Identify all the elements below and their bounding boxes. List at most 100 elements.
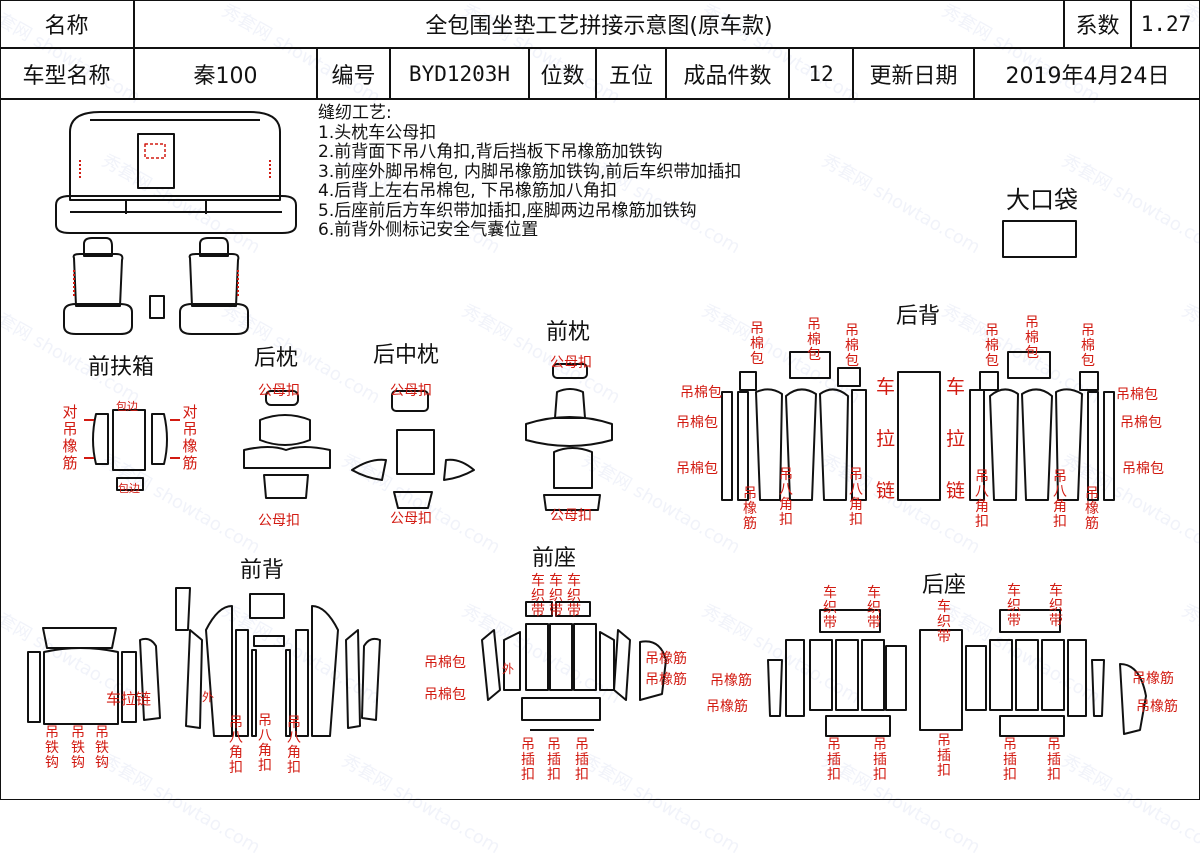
rear-pillow-snap-label: 公母扣 bbox=[258, 383, 300, 399]
header-table: 名称 全包围坐垫工艺拼接示意图(原车款) 系数 1.27 车型名称 秦100 编… bbox=[0, 0, 1200, 100]
rear-seat-heading: 后座 bbox=[922, 573, 967, 598]
rear-back-octagon-1: 吊八角扣 bbox=[779, 467, 793, 528]
rear-seat-webbing-4: 车织带 bbox=[1007, 583, 1021, 629]
rear-seat-buckle-5: 吊插扣 bbox=[1047, 737, 1061, 783]
front-seat-outside-label: 外 bbox=[502, 662, 515, 676]
front-seat-buckle-2: 吊插扣 bbox=[547, 737, 561, 783]
front-back-heading: 前背 bbox=[240, 558, 285, 583]
front-seat-overview bbox=[63, 237, 249, 335]
front-pillow-heading: 前枕 bbox=[546, 320, 591, 345]
rear-mid-pillow-heading: 后中枕 bbox=[373, 343, 440, 368]
rear-back-heading: 后背 bbox=[896, 304, 941, 329]
front-back-outside-label: 外 bbox=[202, 690, 215, 704]
rear-back-elastic-right: 吊橡筋 bbox=[1085, 486, 1099, 532]
front-back-octagon-2: 吊八角扣 bbox=[258, 713, 272, 774]
rear-back-cotton-side-5: 吊棉包 bbox=[1120, 415, 1162, 431]
front-back-pieces bbox=[27, 587, 381, 737]
rear-back-cotton-side-2: 吊棉包 bbox=[676, 415, 718, 431]
front-seat-elastic-2: 吊橡筋 bbox=[645, 672, 687, 688]
rear-back-elastic-left: 吊橡筋 bbox=[743, 486, 757, 532]
rear-back-cotton-label-5: 吊棉包 bbox=[1025, 315, 1039, 361]
front-back-hook-2: 吊铁钩 bbox=[71, 725, 85, 771]
pieces-label: 成品件数 bbox=[667, 49, 790, 98]
front-armrest-pieces bbox=[84, 409, 180, 491]
note-item-1: 1.头枕车公母扣 bbox=[318, 122, 437, 143]
rear-seat-elastic-3: 吊橡筋 bbox=[1132, 671, 1174, 687]
rear-pillow-pieces bbox=[243, 390, 331, 499]
rear-back-cotton-label-3: 吊棉包 bbox=[845, 323, 859, 369]
rear-pillow-snap-label-bottom: 公母扣 bbox=[258, 513, 300, 529]
model-label: 车型名称 bbox=[0, 49, 135, 98]
rear-back-octagon-4: 吊八角扣 bbox=[1053, 469, 1067, 530]
front-armrest-heading: 前扶箱 bbox=[88, 355, 155, 380]
rear-back-zipper-lian-left: 链 bbox=[876, 480, 896, 502]
front-seat-cotton-2: 吊棉包 bbox=[424, 687, 466, 703]
rear-seat-buckle-2: 吊插扣 bbox=[873, 737, 887, 783]
rear-back-zipper-lian-right: 链 bbox=[946, 480, 966, 502]
front-seat-buckle-3: 吊插扣 bbox=[575, 737, 589, 783]
rear-mid-pillow-snap-label: 公母扣 bbox=[390, 383, 432, 399]
front-seat-heading: 前座 bbox=[532, 546, 577, 571]
front-back-hook-3: 吊铁钩 bbox=[95, 725, 109, 771]
pieces-value: 12 bbox=[790, 49, 854, 98]
big-pocket-shape bbox=[1002, 220, 1077, 258]
rear-back-cotton-label-6: 吊棉包 bbox=[1081, 323, 1095, 369]
rear-seat-buckle-4: 吊插扣 bbox=[1003, 737, 1017, 783]
code-label: 编号 bbox=[318, 49, 391, 98]
diagram-title: 全包围坐垫工艺拼接示意图(原车款) bbox=[135, 0, 1065, 49]
front-seat-pieces bbox=[481, 601, 667, 731]
rear-back-cotton-side-3: 吊棉包 bbox=[676, 461, 718, 477]
rear-seat-buckle-3: 吊插扣 bbox=[937, 733, 951, 779]
big-pocket-heading: 大口袋 bbox=[1006, 186, 1078, 214]
front-back-hook-1: 吊铁钩 bbox=[45, 725, 59, 771]
front-pillow-pieces bbox=[525, 363, 613, 511]
front-seat-webbing-3: 车织带 bbox=[567, 573, 581, 619]
rear-seat-elastic-4: 吊橡筋 bbox=[1136, 699, 1178, 715]
note-item-3: 3.前座外脚吊棉包, 内脚吊橡筋加铁钩,前后车织带加插扣 bbox=[318, 161, 742, 182]
rear-mid-pillow-snap-label-bottom: 公母扣 bbox=[390, 511, 432, 527]
rear-seat-webbing-1: 车织带 bbox=[823, 585, 837, 631]
rear-back-pieces bbox=[721, 351, 1115, 501]
rear-back-zipper-che-right: 车 bbox=[946, 376, 966, 398]
coef-label: 系数 bbox=[1065, 0, 1132, 49]
rear-back-octagon-2: 吊八角扣 bbox=[849, 467, 863, 528]
note-item-4: 4.后背上左右吊棉包, 下吊橡筋加八角扣 bbox=[318, 181, 618, 201]
rear-seat-webbing-2: 车织带 bbox=[867, 585, 881, 631]
name-label: 名称 bbox=[0, 0, 135, 49]
armrest-binding-label-bottom: 包边 bbox=[118, 482, 140, 495]
rear-pillow-heading: 后枕 bbox=[254, 346, 299, 371]
rear-back-cotton-side-4: 吊棉包 bbox=[1116, 387, 1158, 403]
rear-seat-webbing-3: 车织带 bbox=[937, 599, 951, 645]
armrest-elastic-left-label: 对吊橡筋 bbox=[62, 403, 78, 472]
rear-back-zipper-che-left: 车 bbox=[876, 376, 896, 398]
note-item-6: 6.前背外侧标记安全气囊位置 bbox=[318, 220, 539, 240]
rear-back-cotton-side-6: 吊棉包 bbox=[1122, 461, 1164, 477]
coef-value: 1.27 bbox=[1132, 0, 1200, 49]
front-pillow-snap-label-bottom: 公母扣 bbox=[550, 508, 592, 524]
rear-back-cotton-label-2: 吊棉包 bbox=[807, 317, 821, 363]
seats-label: 位数 bbox=[530, 49, 597, 98]
front-back-octagon-1: 吊八角扣 bbox=[229, 715, 243, 776]
rear-seat-elastic-1: 吊橡筋 bbox=[710, 673, 752, 689]
rear-back-cotton-label-1: 吊棉包 bbox=[750, 321, 764, 367]
date-label: 更新日期 bbox=[854, 49, 975, 98]
date-value: 2019年4月24日 bbox=[1005, 63, 1170, 89]
note-item-2: 2.前背面下吊八角扣,背后挡板下吊橡筋加铁钩 bbox=[318, 142, 663, 162]
rear-back-cotton-side-1: 吊棉包 bbox=[680, 385, 722, 401]
note-item-5: 5.后座前后方车织带加插扣,座脚两边吊橡筋加铁钩 bbox=[318, 200, 697, 221]
rear-seat-webbing-5: 车织带 bbox=[1049, 583, 1063, 629]
model-value: 秦100 bbox=[135, 49, 318, 98]
rear-mid-pillow-pieces bbox=[351, 390, 475, 509]
armrest-elastic-right-label: 对吊橡筋 bbox=[182, 403, 198, 472]
rear-back-octagon-3: 吊八角扣 bbox=[975, 469, 989, 530]
rear-back-zipper-la-left: 拉 bbox=[876, 428, 896, 450]
front-back-zipper-label: 车拉链 bbox=[106, 690, 152, 708]
pattern-drawing bbox=[27, 111, 1147, 737]
front-seat-buckle-1: 吊插扣 bbox=[521, 737, 535, 783]
front-seat-webbing-2: 车织带 bbox=[549, 573, 563, 619]
rear-seat-buckle-1: 吊插扣 bbox=[827, 737, 841, 783]
rear-back-zipper-la-right: 拉 bbox=[946, 428, 966, 450]
armrest-binding-label: 包边 bbox=[116, 400, 138, 413]
rear-seat-pieces bbox=[767, 609, 1147, 737]
notes-title: 缝纫工艺: bbox=[318, 103, 392, 123]
